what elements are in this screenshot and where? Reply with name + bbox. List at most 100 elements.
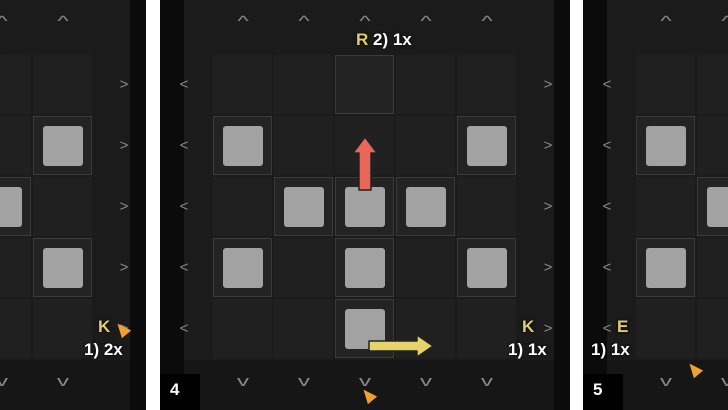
grid-cell[interactable] [396, 177, 455, 236]
shift-right-button[interactable]: > [119, 76, 129, 93]
shift-down-button[interactable]: v [481, 373, 493, 390]
block-tile[interactable] [345, 187, 385, 227]
bottom-move-key: E [617, 317, 629, 336]
grid-cell [33, 177, 92, 236]
panel-right: ^v<>^v<>^v<>^v<>^v<>E1) 1x5 [583, 0, 728, 410]
bottom-strip [607, 360, 728, 410]
shift-down-button[interactable]: v [660, 373, 672, 390]
shift-up-button[interactable]: ^ [0, 12, 18, 32]
shift-left-button[interactable]: < [602, 198, 612, 215]
grid-cell[interactable] [697, 177, 728, 236]
grid-cell [33, 55, 92, 114]
grid-cell [697, 55, 728, 114]
shift-right-button[interactable]: > [543, 198, 553, 215]
grid-cell [274, 299, 333, 358]
block-tile[interactable] [284, 187, 324, 227]
grid-cell[interactable] [457, 116, 516, 175]
block-tile[interactable] [646, 126, 686, 166]
grid-cell [274, 116, 333, 175]
block-tile[interactable] [0, 187, 22, 227]
shift-left-button[interactable]: < [602, 320, 612, 337]
grid-cell [213, 299, 272, 358]
block-tile[interactable] [467, 126, 507, 166]
bottom-move-key: K [522, 317, 535, 336]
grid-cell[interactable] [636, 116, 695, 175]
shift-right-button[interactable]: > [119, 198, 129, 215]
block-tile[interactable] [223, 126, 263, 166]
grid-cell [0, 116, 31, 175]
grid-cell[interactable] [335, 238, 394, 297]
shift-right-button[interactable]: > [119, 137, 129, 154]
bottom-move-key: K [98, 317, 111, 336]
grid-cell[interactable] [33, 116, 92, 175]
grid-cell [697, 116, 728, 175]
shift-down-button[interactable]: v [57, 373, 69, 390]
shift-down-button[interactable]: v [298, 373, 310, 390]
grid-cell[interactable] [335, 55, 394, 114]
shift-up-button[interactable]: ^ [359, 13, 371, 30]
block-tile[interactable] [223, 248, 263, 288]
shift-up-button[interactable]: ^ [660, 13, 672, 30]
grid-cell[interactable] [213, 116, 272, 175]
shift-up-button[interactable]: ^ [237, 13, 249, 30]
grid-cell[interactable] [274, 177, 333, 236]
grid-cell [396, 116, 455, 175]
block-tile[interactable] [43, 126, 83, 166]
shift-up-button[interactable]: ^ [711, 12, 728, 32]
block-tile[interactable] [43, 248, 83, 288]
grid-cell [0, 238, 31, 297]
shift-up-button[interactable]: ^ [481, 13, 493, 30]
shift-right-button[interactable]: > [119, 259, 129, 276]
shift-left-button[interactable]: < [179, 320, 189, 337]
grid-cell [636, 177, 695, 236]
shift-down-button[interactable]: v [237, 373, 249, 390]
block-tile[interactable] [406, 187, 446, 227]
block-tile[interactable] [467, 248, 507, 288]
shift-left-button[interactable]: < [602, 137, 612, 154]
block-tile[interactable] [707, 187, 728, 227]
block-tile[interactable] [345, 248, 385, 288]
shift-down-button[interactable]: v [0, 372, 18, 392]
shift-right-button[interactable]: > [543, 76, 553, 93]
shift-left-button[interactable]: < [179, 137, 189, 154]
bottom-strip [184, 360, 554, 410]
grid-cell[interactable] [636, 238, 695, 297]
grid-cell[interactable] [213, 238, 272, 297]
grid-cell [457, 177, 516, 236]
grid-cell[interactable] [457, 238, 516, 297]
block-tile[interactable] [646, 248, 686, 288]
shift-left-button[interactable]: < [602, 76, 612, 93]
shift-left-button[interactable]: < [179, 198, 189, 215]
shift-left-button[interactable]: < [179, 259, 189, 276]
bottom-move-count: 1) 1x [591, 340, 630, 359]
shift-right-button[interactable]: > [543, 259, 553, 276]
grid-cell [636, 55, 695, 114]
top-move-label: R 2) 1x [356, 30, 412, 50]
grid-cell [697, 238, 728, 297]
shift-up-button[interactable]: ^ [298, 13, 310, 30]
shift-right-button[interactable]: > [543, 320, 553, 337]
bottom-move-count: 1) 2x [84, 340, 123, 359]
grid-cell [213, 55, 272, 114]
step-number: 5 [583, 374, 623, 410]
grid-cell [274, 55, 333, 114]
shift-down-button[interactable]: v [420, 373, 432, 390]
grid-cell [0, 55, 31, 114]
move-arrows [352, 136, 434, 358]
grid-cell [0, 299, 31, 358]
shift-up-button[interactable]: ^ [420, 13, 432, 30]
shift-up-button[interactable]: ^ [57, 13, 69, 30]
move-count: 2) 1x [373, 30, 412, 49]
grid-cell [697, 299, 728, 358]
shift-down-button[interactable]: v [359, 373, 371, 390]
shift-down-button[interactable]: v [711, 372, 728, 392]
shift-right-button[interactable]: > [119, 320, 129, 337]
shift-left-button[interactable]: < [602, 259, 612, 276]
grid-cell [457, 299, 516, 358]
bottom-move-count: 1) 1x [508, 340, 547, 359]
grid-cell[interactable] [0, 177, 31, 236]
shift-right-button[interactable]: > [543, 137, 553, 154]
grid-cell[interactable] [33, 238, 92, 297]
shift-left-button[interactable]: < [179, 76, 189, 93]
